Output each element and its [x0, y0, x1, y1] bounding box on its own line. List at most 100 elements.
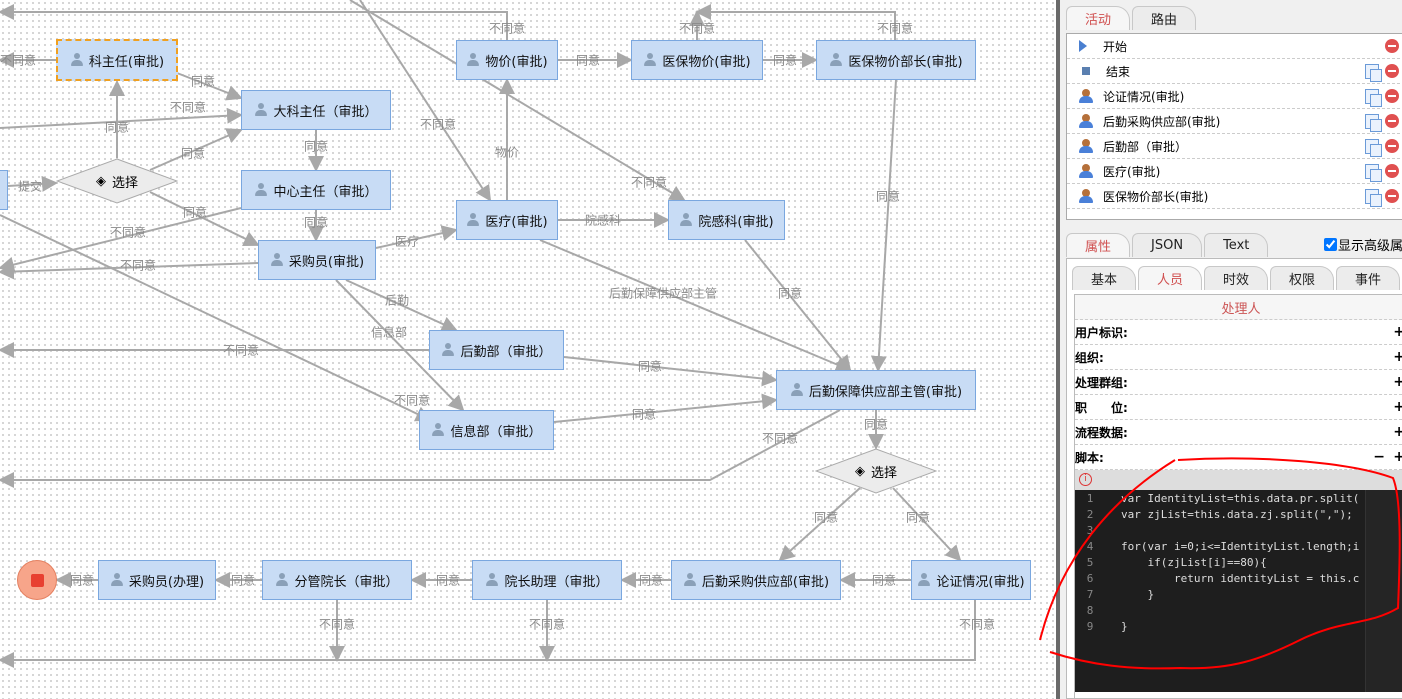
- edge-line[interactable]: [375, 225, 458, 249]
- activity-item[interactable]: 医保物价部长(审批): [1067, 184, 1402, 209]
- tab-text[interactable]: Text: [1204, 233, 1269, 257]
- properties-panel: 活动 路由 开始结束论证情况(审批)后勤采购供应部(审批)后勤部（审批）医疗(审…: [1056, 0, 1402, 699]
- edge-line[interactable]: [335, 279, 465, 412]
- tab-properties[interactable]: 属性: [1066, 233, 1131, 257]
- line-number: 3: [1086, 524, 1094, 537]
- node-wujia[interactable]: 物价(审批): [456, 40, 558, 80]
- add-icon[interactable]: +: [1393, 374, 1402, 390]
- copy-icon[interactable]: [1365, 188, 1382, 207]
- play-icon: [1079, 40, 1087, 52]
- node-houqinbaozhang[interactable]: 后勤保障供应部主管(审批): [776, 370, 976, 410]
- add-icon[interactable]: +: [1393, 424, 1402, 440]
- delete-icon[interactable]: [1385, 39, 1399, 53]
- node-houqincaigou[interactable]: 后勤采购供应部(审批): [671, 560, 841, 600]
- edge-label: 不同意: [169, 100, 207, 115]
- node-zhongxinzhuren[interactable]: 中心主任（审批）: [241, 170, 391, 210]
- editor-toolbar: i: [1075, 470, 1402, 490]
- edge-line[interactable]: [0, 409, 841, 488]
- copy-icon[interactable]: [1365, 88, 1382, 107]
- node-start-partial[interactable]: [0, 170, 8, 210]
- node-dakezhuren[interactable]: 大科主任（审批）: [241, 90, 391, 130]
- edge-line[interactable]: [553, 393, 778, 423]
- add-icon[interactable]: +: [1393, 324, 1402, 340]
- node-yuanganke[interactable]: 院感科(审批): [668, 200, 785, 240]
- advanced-checkbox[interactable]: [1324, 238, 1337, 251]
- node-caigouyuan[interactable]: 采购员(审批): [258, 240, 376, 280]
- edge-line[interactable]: [349, 0, 686, 202]
- activity-label: 开始: [1103, 39, 1128, 54]
- edge-line[interactable]: [0, 600, 976, 668]
- choice-gateway-1[interactable]: ◈选择: [56, 158, 178, 204]
- edge-line[interactable]: [695, 4, 896, 40]
- copy-icon[interactable]: [1365, 163, 1382, 182]
- tab-activities[interactable]: 活动: [1066, 6, 1131, 30]
- edge-line[interactable]: [7, 175, 58, 192]
- node-caigouyuan-banli[interactable]: 采购员(办理): [98, 560, 216, 600]
- add-icon[interactable]: +: [1393, 449, 1402, 465]
- edge-line[interactable]: [0, 4, 508, 40]
- node-houqinbu[interactable]: 后勤部（审批）: [429, 330, 564, 370]
- tab-basic[interactable]: 基本: [1072, 266, 1136, 290]
- edge-line[interactable]: [744, 239, 852, 372]
- delete-icon[interactable]: [1385, 164, 1399, 178]
- tab-timeliness[interactable]: 时效: [1204, 266, 1268, 290]
- node-lunzheng[interactable]: 论证情况(审批): [911, 560, 1031, 600]
- choice-gateway-2[interactable]: ◈选择: [815, 448, 937, 494]
- node-kezhuren[interactable]: 科主任(审批): [56, 39, 178, 81]
- node-label: 论证情况(审批): [936, 574, 1025, 590]
- activity-item[interactable]: 后勤采购供应部(审批): [1067, 109, 1402, 134]
- delete-icon[interactable]: [1385, 89, 1399, 103]
- delete-icon[interactable]: [1385, 139, 1399, 153]
- field-row: 处理群组: +: [1075, 370, 1402, 395]
- collapse-icon[interactable]: −: [1373, 449, 1385, 465]
- edge-line[interactable]: [870, 79, 897, 372]
- tab-routes[interactable]: 路由: [1132, 6, 1197, 30]
- activity-item[interactable]: 后勤部（审批）: [1067, 134, 1402, 159]
- copy-icon[interactable]: [1365, 113, 1382, 132]
- edge-line[interactable]: [892, 487, 962, 562]
- delete-icon[interactable]: [1385, 64, 1399, 78]
- node-yuanzhangzhuli[interactable]: 院长助理（审批）: [472, 560, 622, 600]
- tab-events[interactable]: 事件: [1336, 266, 1400, 290]
- edge-line[interactable]: [149, 191, 260, 247]
- tab-permissions[interactable]: 权限: [1270, 266, 1334, 290]
- add-icon[interactable]: +: [1393, 349, 1402, 365]
- copy-icon[interactable]: [1365, 63, 1382, 82]
- edge-line[interactable]: [778, 487, 861, 562]
- edge-line[interactable]: [0, 214, 432, 422]
- node-xinxibu[interactable]: 信息部（审批）: [419, 410, 554, 450]
- edge-line[interactable]: [345, 279, 458, 332]
- user-icon: [466, 213, 480, 227]
- edge-line[interactable]: [359, 0, 492, 202]
- advanced-toggle[interactable]: 显示高级属: [1324, 235, 1402, 254]
- field-label: 处理群组:: [1075, 375, 1128, 390]
- edge-label: 不同意: [630, 175, 668, 190]
- activity-item[interactable]: 论证情况(审批): [1067, 84, 1402, 109]
- edge-line[interactable]: [563, 356, 778, 387]
- editor-minimap[interactable]: [1365, 490, 1402, 692]
- end-node[interactable]: [17, 560, 57, 600]
- info-icon[interactable]: i: [1079, 473, 1092, 486]
- edge-line[interactable]: [176, 72, 243, 101]
- gateway-icon: ◈: [854, 463, 865, 479]
- delete-icon[interactable]: [1385, 114, 1399, 128]
- tab-personnel[interactable]: 人员: [1138, 266, 1202, 290]
- node-yibaobuzhang[interactable]: 医保物价部长(审批): [816, 40, 976, 80]
- tab-json[interactable]: JSON: [1132, 233, 1203, 257]
- activity-item[interactable]: 结束: [1067, 59, 1402, 84]
- activity-item[interactable]: 开始: [1067, 34, 1402, 59]
- add-icon[interactable]: +: [1393, 399, 1402, 415]
- edge-line[interactable]: [149, 128, 243, 171]
- edge-line[interactable]: [0, 207, 242, 273]
- node-yibaowujia[interactable]: 医保物价(审批): [631, 40, 763, 80]
- edge-line[interactable]: [0, 262, 259, 280]
- edge-line[interactable]: [539, 239, 852, 372]
- copy-icon[interactable]: [1365, 138, 1382, 157]
- activity-item[interactable]: 医疗(审批): [1067, 159, 1402, 184]
- node-yiliao[interactable]: 医疗(审批): [456, 200, 558, 240]
- edge-line[interactable]: [0, 107, 243, 129]
- node-fenguan[interactable]: 分管院长（审批）: [262, 560, 412, 600]
- workflow-canvas[interactable]: 同意同意同意同意提交同意同意不同意不同意不同意医疗后勤信息部物价院感科后勤保障供…: [0, 0, 1056, 699]
- delete-icon[interactable]: [1385, 189, 1399, 203]
